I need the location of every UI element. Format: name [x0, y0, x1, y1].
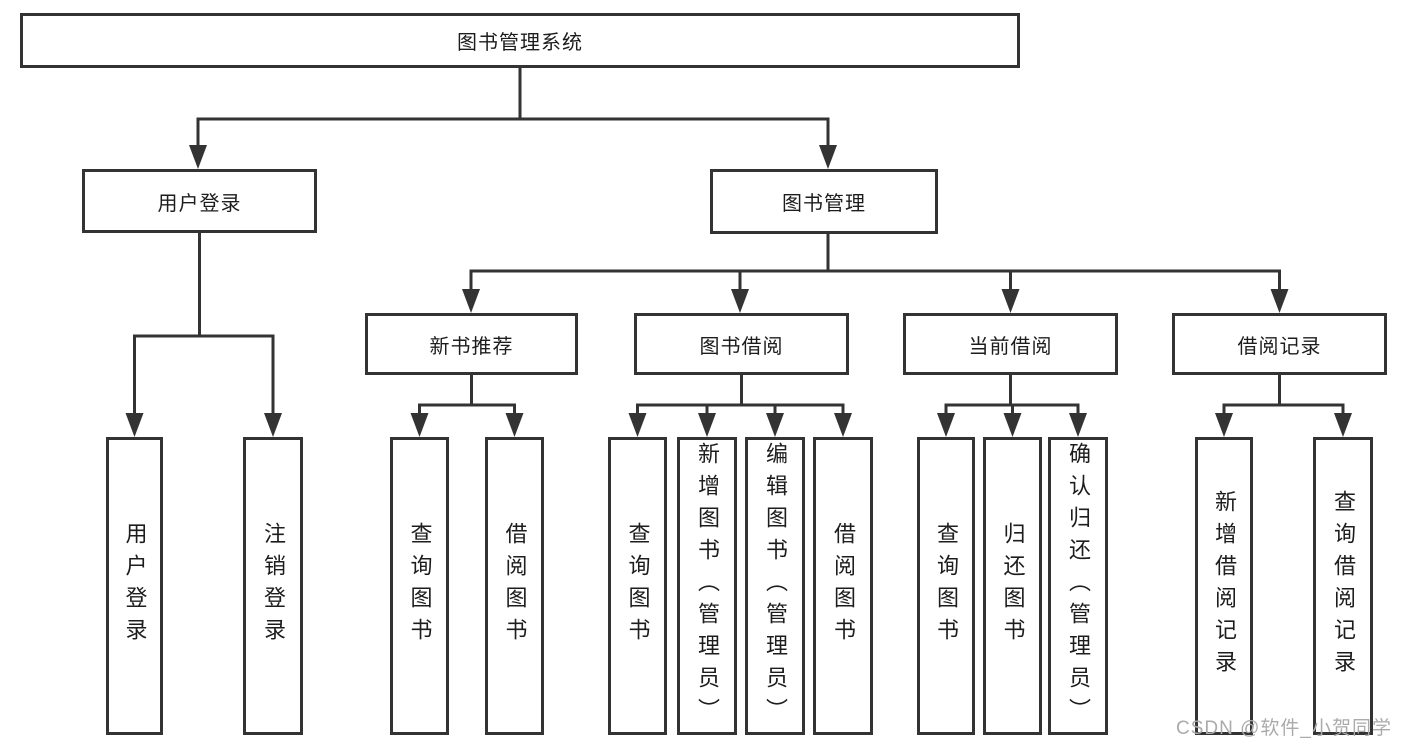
node-label: 借阅图书 [502, 522, 528, 650]
csdn-watermark: CSDN @软件_小贺同学 [1176, 718, 1392, 739]
leaf-nbr-query-books: 查询图书 [390, 437, 449, 735]
leaf-cb-confirm-return-admin: 确认归还（管理员） [1048, 437, 1108, 735]
leaf-cb-return-books: 归还图书 [983, 437, 1042, 735]
node-label: 借阅记录 [1237, 335, 1322, 358]
leaf-br-add-record: 新增借阅记录 [1195, 437, 1253, 735]
node-label: 查询图书 [407, 522, 433, 650]
node-label: 用户登录 [122, 522, 148, 650]
node-label: 图书借阅 [699, 335, 784, 358]
leaf-user-login: 用户登录 [106, 437, 163, 735]
node-label: 查询图书 [625, 522, 651, 650]
node-library-management-system: 图书管理系统 [20, 13, 1020, 68]
node-label: 新书推荐 [429, 335, 514, 358]
node-current-borrowing: 当前借阅 [903, 313, 1118, 375]
leaf-br-query-record: 查询借阅记录 [1313, 437, 1373, 735]
leaf-bb-add-books-admin: 新增图书（管理员） [677, 437, 737, 735]
node-new-book-recommendation: 新书推荐 [365, 313, 578, 375]
node-book-management: 图书管理 [710, 169, 938, 234]
node-book-borrowing: 图书借阅 [634, 313, 849, 375]
node-label: 借阅图书 [831, 522, 856, 650]
leaf-bb-edit-books-admin: 编辑图书（管理员） [745, 437, 805, 735]
node-label: 归还图书 [1000, 522, 1026, 650]
node-label: 图书管理系统 [457, 32, 583, 54]
node-label: 编辑图书（管理员） [763, 442, 788, 730]
node-label: 当前借阅 [968, 335, 1053, 358]
node-label: 确认归还（管理员） [1066, 442, 1091, 730]
node-label: 用户登录 [157, 192, 242, 215]
leaf-logout: 注销登录 [243, 437, 303, 735]
leaf-nbr-borrow-books: 借阅图书 [485, 437, 544, 735]
node-label: 查询借阅记录 [1331, 490, 1356, 682]
node-label: 查询图书 [934, 522, 959, 650]
node-label: 新增借阅记录 [1212, 490, 1237, 682]
leaf-cb-query-books: 查询图书 [917, 437, 975, 735]
node-label: 图书管理 [782, 193, 866, 215]
node-user-login: 用户登录 [82, 169, 317, 233]
leaf-bb-borrow-books: 借阅图书 [813, 437, 873, 735]
leaf-bb-query-books: 查询图书 [608, 437, 667, 735]
node-label: 新增图书（管理员） [695, 442, 720, 730]
node-label: 注销登录 [261, 522, 286, 650]
node-borrowing-records: 借阅记录 [1172, 313, 1387, 375]
